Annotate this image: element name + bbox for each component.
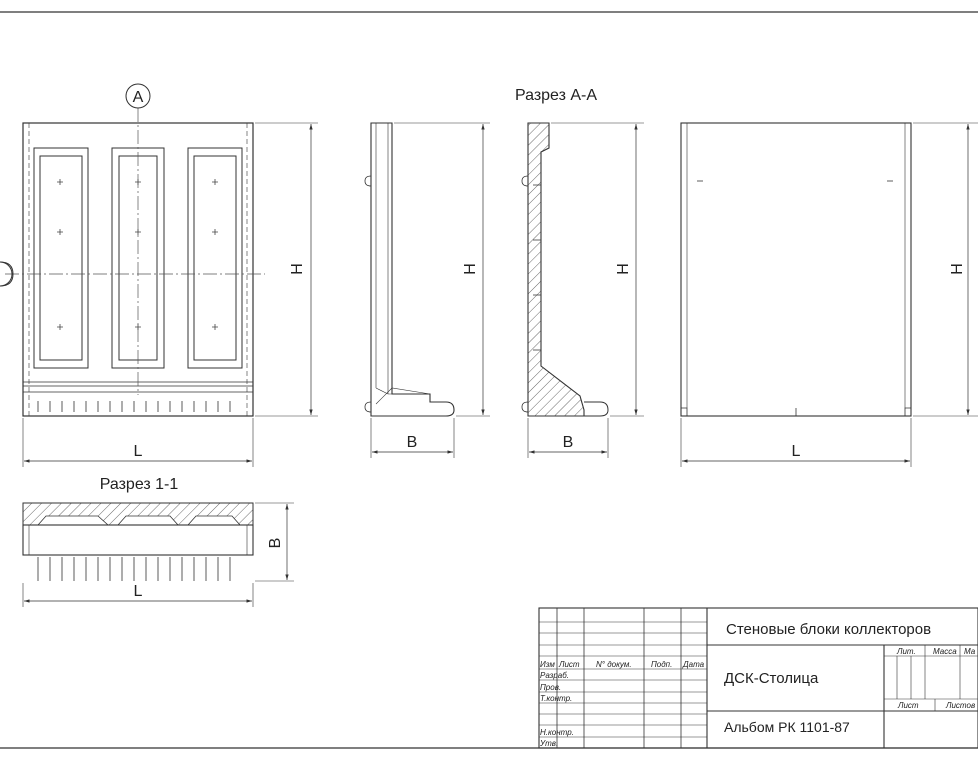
dim-l-front: L	[22, 418, 254, 467]
rear-view: H L	[680, 122, 978, 467]
side-view: H B	[364, 122, 490, 458]
hdr-list: Лист	[897, 701, 919, 710]
dim-l-label-2: L	[792, 443, 801, 460]
dim-h-front: H	[255, 122, 318, 417]
row-tkontr: Т.контр.	[540, 694, 572, 703]
section-a-a: H B	[521, 122, 644, 458]
dim-h-label-4: H	[949, 263, 966, 275]
hdr-lit: Лит.	[896, 647, 916, 656]
bottom-teeth	[37, 401, 231, 412]
panel-left	[33, 147, 89, 369]
col-izm: Изм	[540, 660, 555, 669]
dim-b-label-2: B	[563, 434, 574, 451]
title-block-text: Стеновые блоки коллекторов ДСК-Столица А…	[539, 621, 976, 748]
col-doc: N° докум.	[596, 660, 632, 669]
organization-name: ДСК-Столица	[724, 670, 819, 687]
section-1-1: Разрез 1-1 B L	[22, 476, 294, 607]
section-11-title: Разрез 1-1	[100, 476, 179, 493]
col-date: Дата	[682, 660, 705, 669]
dim-h-label-1: H	[289, 263, 306, 275]
title-block	[538, 607, 978, 749]
hdr-listov: Листов	[945, 701, 975, 710]
dim-b-label-3: B	[267, 538, 284, 549]
col-sign: Подп.	[651, 660, 672, 669]
dim-b-label-1: B	[407, 434, 418, 451]
dim-h-label-2: H	[462, 263, 479, 275]
section-aa-title: Разрез А-А	[515, 87, 597, 104]
dim-l-label-1: L	[134, 443, 143, 460]
row-utv: Утв.	[539, 739, 558, 748]
drawing-title: Стеновые блоки коллекторов	[726, 621, 931, 638]
axis-a-label: А	[133, 89, 144, 106]
album-number: Альбом РК 1101-87	[724, 719, 850, 735]
hdr-masshtab: Ма	[964, 647, 976, 656]
row-nkontr: Н.контр.	[540, 728, 574, 737]
dim-l-label-3: L	[134, 583, 143, 600]
axis-a-bubble: А	[125, 83, 151, 109]
panel-right	[187, 147, 243, 369]
dim-h-label-3: H	[615, 263, 632, 275]
row-prov: Пров.	[540, 683, 561, 692]
col-list: Лист	[558, 660, 580, 669]
front-view	[5, 108, 265, 417]
hdr-massa: Масса	[933, 647, 957, 656]
row-razrab: Разраб.	[540, 671, 569, 680]
